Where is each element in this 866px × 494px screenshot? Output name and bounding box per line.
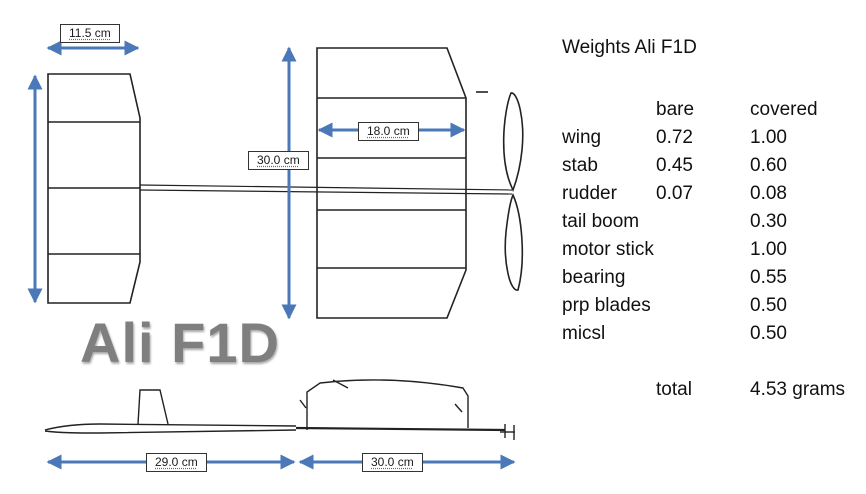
row-name: micsl xyxy=(562,323,606,344)
wing-top-view xyxy=(316,47,467,319)
table-row: prp blades 0.50 xyxy=(562,292,860,320)
row-bare xyxy=(656,208,750,236)
weights-header-row: bare covered xyxy=(562,96,860,124)
row-covered: 0.50 xyxy=(750,295,787,316)
table-row: tail boom 0.30 xyxy=(562,208,860,236)
dimension-arrows xyxy=(27,40,516,470)
row-name: bearing xyxy=(562,267,626,288)
row-name: motor stick xyxy=(562,239,654,260)
table-spacer xyxy=(562,348,860,376)
row-bare xyxy=(656,292,750,320)
row-name: prp blades xyxy=(562,295,651,316)
table-row: motor stick 1.00 xyxy=(562,236,860,264)
row-bare: 0.07 xyxy=(656,183,693,204)
row-bare: 0.45 xyxy=(656,155,693,176)
table-row: micsl 0.50 xyxy=(562,320,860,348)
plane-side-view xyxy=(44,379,515,440)
stabilizer-top-view xyxy=(47,73,141,304)
row-covered: 1.00 xyxy=(750,127,787,148)
table-row: wing 0.72 1.00 xyxy=(562,124,860,152)
label-wing-span: 30.0 cm xyxy=(248,151,309,170)
total-value: 4.53 grams xyxy=(750,379,846,400)
col-covered-header: covered xyxy=(750,99,818,120)
weights-panel: Weights Ali F1D bare covered wing 0.72 1… xyxy=(562,36,860,404)
total-row: total 4.53 grams xyxy=(562,376,860,404)
table-row: stab 0.45 0.60 xyxy=(562,152,860,180)
row-bare xyxy=(656,320,750,348)
row-covered: 1.00 xyxy=(750,239,787,260)
row-covered: 0.50 xyxy=(750,323,787,344)
propeller xyxy=(476,91,524,291)
row-name: stab xyxy=(562,155,598,176)
label-stab-chord: 18.0 cm xyxy=(358,122,419,141)
row-covered: 0.55 xyxy=(750,267,787,288)
total-label: total xyxy=(656,379,692,400)
row-covered: 0.08 xyxy=(750,183,787,204)
row-bare: 0.72 xyxy=(656,127,693,148)
row-name: tail boom xyxy=(562,211,640,232)
model-title: Ali F1D xyxy=(80,311,280,374)
boom-top-view xyxy=(139,184,513,195)
row-covered: 0.30 xyxy=(750,211,787,232)
row-covered: 0.60 xyxy=(750,155,787,176)
label-rear-length: 30.0 cm xyxy=(362,453,423,472)
row-bare xyxy=(656,264,750,292)
label-front-length: 29.0 cm xyxy=(146,453,207,472)
row-bare xyxy=(656,236,750,264)
col-bare-header: bare xyxy=(656,99,695,120)
label-wing-chord: 11.5 cm xyxy=(60,24,120,43)
weights-title: Weights Ali F1D xyxy=(562,37,697,58)
row-name: wing xyxy=(562,127,602,148)
table-row: bearing 0.55 xyxy=(562,264,860,292)
row-name: rudder xyxy=(562,183,617,204)
table-row: rudder 0.07 0.08 xyxy=(562,180,860,208)
weights-table: bare covered wing 0.72 1.00 stab 0.45 0.… xyxy=(562,96,860,404)
